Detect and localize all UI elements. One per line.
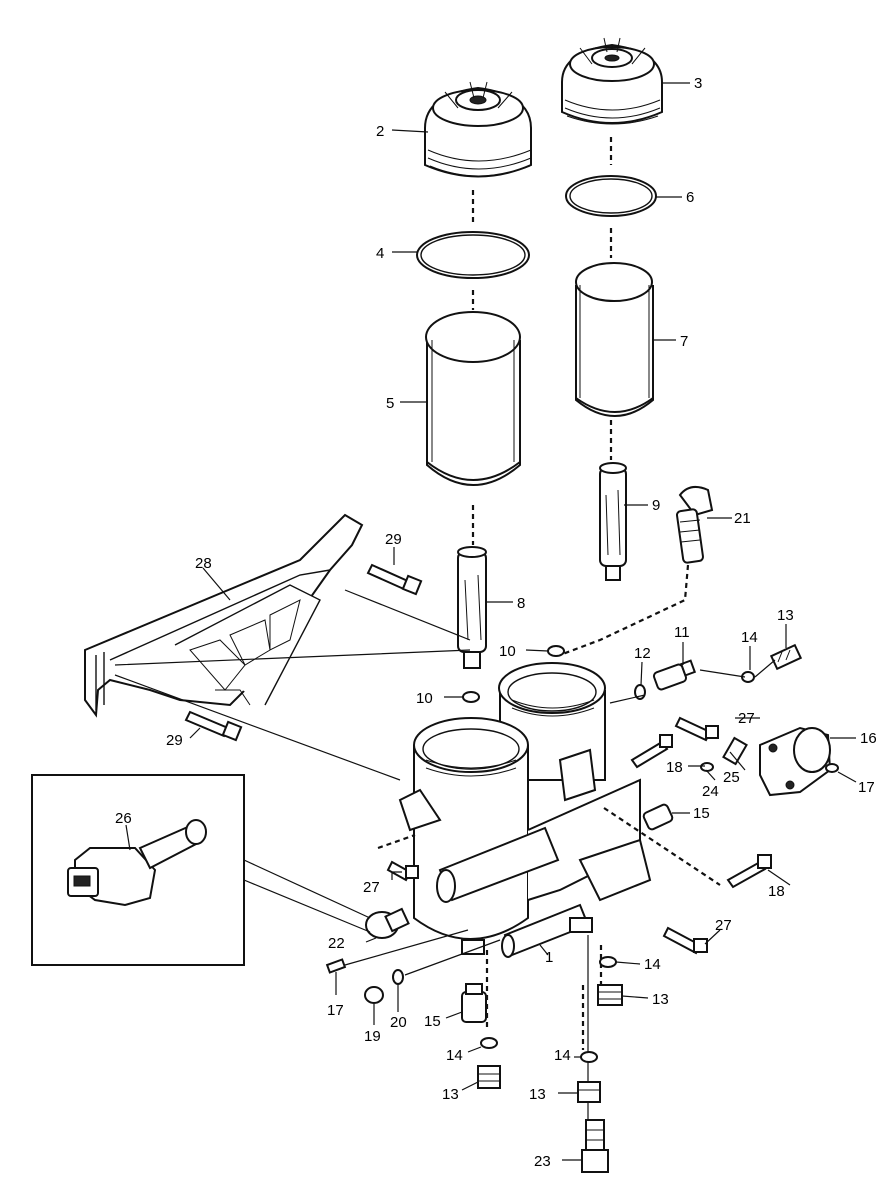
drain-plug-23: [581, 1119, 609, 1173]
callout-25: 25: [723, 769, 740, 786]
callout-13-right: 13: [652, 991, 669, 1008]
callout-14-right: 14: [644, 956, 661, 973]
callout-23: 23: [534, 1153, 551, 1170]
callout-26: 26: [115, 810, 132, 827]
callout-5: 5: [386, 395, 394, 412]
bolt-27-right: [662, 926, 708, 955]
callout-12: 12: [634, 645, 651, 662]
filter-housing: [398, 662, 652, 958]
callout-labels: 1 2 3 4 5 6 7 8 9 10 10 11 12 13 13 13 1…: [115, 75, 877, 1170]
o-ring-left: [416, 231, 530, 279]
callout-18-lower: 18: [768, 883, 785, 900]
callout-13-top: 13: [777, 607, 794, 624]
callout-14-left: 14: [446, 1047, 463, 1064]
callout-14-top: 14: [741, 629, 758, 646]
washer-14-bottom: [580, 1051, 598, 1063]
seal-10-right: [547, 645, 565, 657]
o-ring-right: [565, 175, 657, 217]
mounting-bracket: [84, 513, 471, 781]
bolt-18-lower: [726, 854, 772, 889]
callout-10-left: 10: [416, 690, 433, 707]
callout-21: 21: [734, 510, 751, 527]
filter-element-right: [575, 262, 654, 417]
switch-15-bottom: [461, 983, 487, 1023]
switch-15-right: [642, 803, 674, 831]
plug-13-left: [477, 1065, 501, 1089]
callout-13-left: 13: [442, 1086, 459, 1103]
plug-19: [364, 986, 384, 1004]
callout-13-bottom: 13: [529, 1086, 546, 1103]
bolt-17-right: [825, 763, 839, 773]
leader-lines: [125, 82, 857, 1161]
callout-29-upper: 29: [385, 531, 402, 548]
bolt-29-lower: [184, 710, 243, 742]
callout-3: 3: [694, 75, 702, 92]
plug-13-top: [769, 643, 803, 671]
callout-18-upper: 18: [666, 759, 683, 776]
callout-27-right: 27: [715, 917, 732, 934]
bolt-29-upper: [366, 563, 423, 596]
callout-17-left: 17: [327, 1002, 344, 1019]
drain-valve: [675, 485, 714, 564]
callout-22: 22: [328, 935, 345, 952]
callout-7: 7: [680, 333, 688, 350]
center-tube-right: [599, 462, 627, 581]
washer-14-right: [599, 956, 617, 968]
callout-28: 28: [195, 555, 212, 572]
callout-4: 4: [376, 245, 384, 262]
callout-8: 8: [517, 595, 525, 612]
callout-15-bottom: 15: [424, 1013, 441, 1030]
detail-inset: [31, 774, 371, 966]
washer-14-left: [480, 1037, 498, 1049]
sensor-11: [652, 659, 697, 691]
callout-29-lower: 29: [166, 732, 183, 749]
filter-cap-left: [424, 81, 532, 178]
callout-27-left: 27: [363, 879, 380, 896]
callout-19: 19: [364, 1028, 381, 1045]
callout-2: 2: [376, 123, 384, 140]
callout-6: 6: [686, 189, 694, 206]
callout-20: 20: [390, 1014, 407, 1031]
seal-20: [392, 969, 404, 985]
plug-13-right: [597, 984, 623, 1006]
filter-cap-right: [561, 37, 663, 125]
center-tube-left: [457, 546, 487, 669]
filter-element-left: [425, 311, 521, 486]
callout-9: 9: [652, 497, 660, 514]
cover-22: [365, 907, 410, 939]
seal-10-left: [462, 691, 480, 703]
thermostat-cover-16: [759, 726, 832, 797]
bolt-17-left: [325, 958, 347, 974]
callout-14-bottom: 14: [554, 1047, 571, 1064]
bolt-18-upper: [630, 734, 673, 769]
bolt-27-upper: [674, 716, 719, 742]
plug-13-bottom: [577, 1081, 601, 1103]
callout-27-upper: 27: [738, 710, 755, 727]
callout-1: 1: [545, 949, 553, 966]
callout-16: 16: [860, 730, 877, 747]
bolt-27-left: [386, 860, 419, 882]
callout-24: 24: [702, 783, 719, 800]
callout-15-right: 15: [693, 805, 710, 822]
washer-24: [700, 762, 714, 772]
callout-11: 11: [674, 624, 690, 641]
callout-10-right: 10: [499, 643, 516, 660]
callout-17-right: 17: [858, 779, 875, 796]
stud-25: [722, 736, 748, 766]
